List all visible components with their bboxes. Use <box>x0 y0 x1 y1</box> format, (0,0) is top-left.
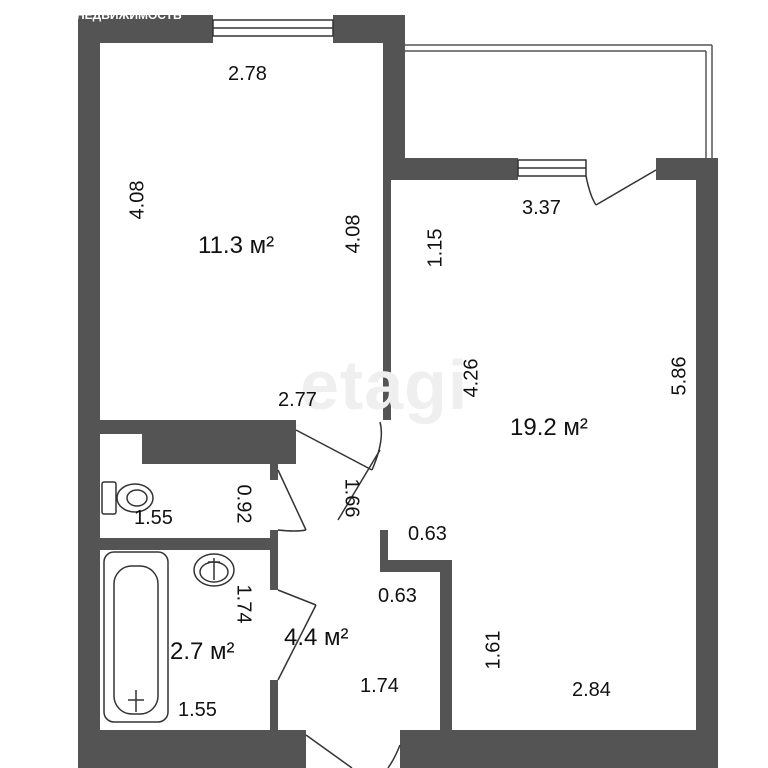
wall-bottom-left <box>78 730 306 768</box>
wall-hall-living-step <box>380 560 452 572</box>
window-living <box>517 159 587 177</box>
living-left-upper-dim: 1.15 <box>424 228 447 268</box>
sink-icon <box>193 553 235 587</box>
watermark: etagi <box>300 346 469 424</box>
hall-bottom-dim: 1.74 <box>360 675 399 697</box>
wall-left <box>78 15 100 768</box>
doors <box>277 169 657 768</box>
hall-diag-dim: 1.66 <box>340 478 363 518</box>
living-area: 19.2 м² <box>510 414 588 441</box>
bedroom-right-dim: 4.08 <box>342 214 365 254</box>
toilet-icon <box>101 481 154 515</box>
bathtub-icon <box>103 551 169 723</box>
wc-height-dim: 0.92 <box>232 484 255 524</box>
living-right-dim: 5.86 <box>668 356 691 396</box>
living-left-lower-dim: 1.61 <box>482 630 505 670</box>
bath-width-dim: 1.55 <box>178 699 217 721</box>
wall-niche <box>142 430 296 464</box>
bedroom-area: 11.3 м² <box>198 232 275 259</box>
wall-wc-bottom <box>78 538 278 550</box>
living-left-mid-dim: 4.26 <box>460 358 483 398</box>
wall-bedroom-right <box>383 15 405 180</box>
living-top-dim: 3.37 <box>522 197 561 219</box>
wall-bath-right-b <box>270 680 278 740</box>
balcony <box>405 44 713 170</box>
wall-bath-right-a <box>270 530 278 590</box>
wall-hall-living-a <box>380 530 388 570</box>
wall-top-left <box>78 15 213 43</box>
wall-wc-right <box>270 460 278 480</box>
wall-partition-upper <box>383 180 391 420</box>
living-notch-h-dim: 0.63 <box>408 523 447 545</box>
bath-area: 2.7 м² <box>170 638 235 665</box>
wall-bottom-right <box>400 730 718 768</box>
living-bottom-dim: 2.84 <box>572 679 611 701</box>
walls <box>78 15 718 768</box>
brand-text: НЕДВИЖИМОСТЬ <box>76 8 182 22</box>
bedroom-left-dim: 4.08 <box>126 180 149 220</box>
bedroom-bottom-dim: 2.77 <box>278 389 317 411</box>
bedroom-top-dim: 2.78 <box>228 63 267 85</box>
wc-width-dim: 1.55 <box>134 507 173 529</box>
hall-area: 4.4 м² <box>284 624 349 651</box>
wall-hall-living-b <box>440 560 452 740</box>
window-bedroom <box>212 19 334 37</box>
wall-living-top-a <box>383 158 518 180</box>
bath-height-dim: 1.74 <box>232 584 255 624</box>
wall-right <box>696 170 718 768</box>
living-notch-v-dim: 0.63 <box>378 585 417 607</box>
